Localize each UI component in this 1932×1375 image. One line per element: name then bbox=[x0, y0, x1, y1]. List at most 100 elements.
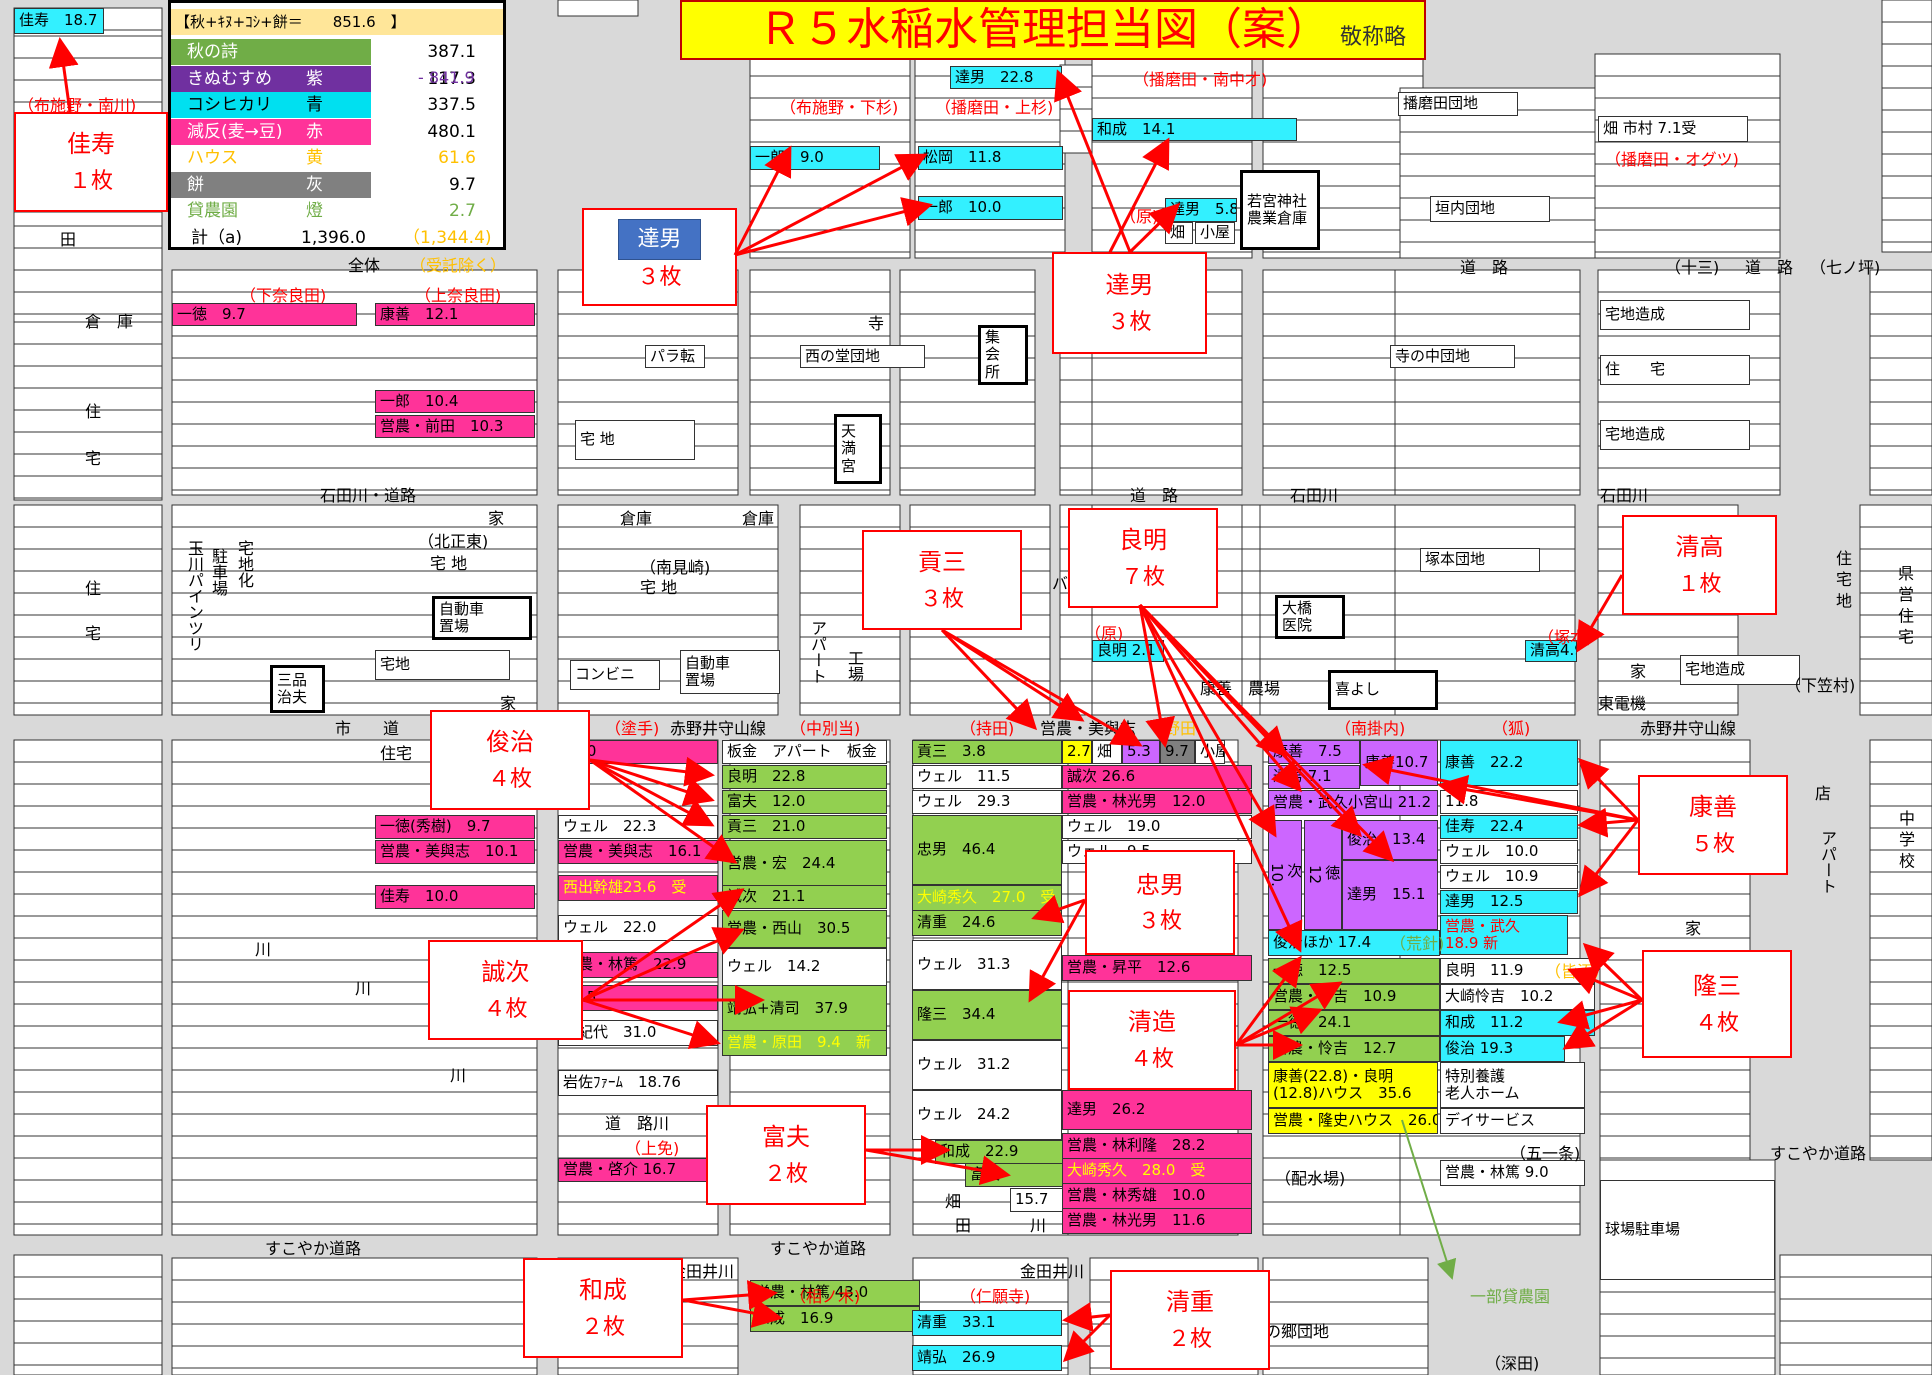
field-cell: 清重 24.6 bbox=[912, 910, 1062, 936]
map-label: 東電機 bbox=[1598, 694, 1647, 713]
field-cell: 2.7 bbox=[1062, 740, 1092, 764]
field-cell: 和成 11.2 bbox=[1440, 1010, 1595, 1036]
map-label-vertical: 工場 bbox=[845, 650, 864, 682]
callout-count: ２枚 bbox=[580, 1314, 625, 1340]
field-cell: 小屋 bbox=[1195, 222, 1235, 244]
map-label: 田 bbox=[60, 230, 77, 249]
field-cell: 俊治 19.3 bbox=[1440, 1036, 1565, 1062]
field-cell: 若宮神社 農業倉庫 bbox=[1240, 170, 1320, 250]
callout-name: 康善 bbox=[1689, 793, 1737, 822]
field-cell: 営農・昇平 12.6 bbox=[1062, 955, 1252, 981]
map-label: 石田川 bbox=[1600, 486, 1649, 505]
callout-name: 良明 bbox=[1119, 526, 1167, 555]
field-cell: 康善 12.1 bbox=[375, 303, 535, 326]
field-cell: 大橋 医院 bbox=[1275, 595, 1345, 639]
map-label: 一部貸農園 bbox=[1470, 1287, 1551, 1306]
map-label: （上免) bbox=[625, 1139, 680, 1158]
field-cell: 松岡 11.8 bbox=[918, 146, 1063, 170]
map-label: 赤野井守山線 bbox=[670, 719, 767, 738]
map-label: 住宅 bbox=[380, 744, 413, 763]
map-label: 倉 庫 bbox=[85, 312, 134, 331]
field-cell: 靖弘+清司 37.9 bbox=[722, 985, 887, 1033]
map-label: （布施野・南川) bbox=[18, 96, 137, 115]
field-cell: 塚本団地 bbox=[1420, 548, 1540, 572]
callout-count: ７枚 bbox=[1120, 564, 1165, 590]
field-cell: ウェル 19.0 bbox=[1062, 815, 1252, 839]
field-cell: 営農・美與志 10.1 bbox=[375, 840, 535, 864]
map-label: 市 道 bbox=[335, 719, 400, 738]
field-cell: 集 会 所 bbox=[978, 325, 1028, 385]
field-cell: 大崎怜吉 10.2 bbox=[1440, 984, 1595, 1010]
field-cell: ウェル 31.2 bbox=[912, 1040, 1062, 1090]
map-label: すこやか道路 bbox=[770, 1239, 867, 1258]
map-label: （五一条) bbox=[1510, 1144, 1581, 1163]
map-label: 康善 農場 bbox=[1200, 679, 1281, 698]
callout-name: 佳寿 bbox=[67, 130, 115, 159]
callout-count: ３枚 bbox=[1137, 909, 1182, 935]
callout-name: 達男 bbox=[1105, 271, 1154, 300]
field-cell: 一郎 10.0 bbox=[918, 196, 1063, 220]
map-label: （塗手) bbox=[605, 719, 660, 738]
field-cell: 宅地 bbox=[375, 650, 510, 680]
map-label: 住 bbox=[85, 579, 102, 598]
map-label: 道 路 bbox=[1745, 258, 1794, 277]
field-cell: 一徳 24.1 bbox=[1268, 1010, 1440, 1036]
map-label: すこやか道路 bbox=[1770, 1144, 1867, 1163]
map-label: 店 bbox=[1815, 784, 1832, 803]
field-cell: 5.3 bbox=[1122, 740, 1160, 764]
title-sub: 敬称略 bbox=[1340, 25, 1407, 50]
map-label: （下笠村) bbox=[1785, 676, 1856, 695]
map-label-vertical: 玉川パインツリ bbox=[185, 540, 204, 652]
map-label: 家 bbox=[488, 509, 505, 528]
map-title: Ｒ５水稲水管理担当図（案）敬称略 bbox=[680, 0, 1426, 60]
callout-count: ２枚 bbox=[1167, 1326, 1212, 1352]
legend-kinu-sum: - 841.9 bbox=[418, 68, 475, 87]
field-cell: 自動車 置場 bbox=[680, 650, 780, 694]
field-cell: ウェル 31.3 bbox=[912, 940, 1062, 990]
callout-name: 富夫 bbox=[762, 1123, 810, 1152]
field-cell: 営農・美與志 16.1 bbox=[558, 840, 718, 864]
field-cell: 誠次 21.1 bbox=[722, 885, 887, 909]
field-cell: 富夫 bbox=[965, 1163, 1063, 1187]
field-cell: 靖弘 26.9 bbox=[912, 1345, 1062, 1371]
field-cell: 隆三 34.4 bbox=[912, 990, 1062, 1040]
map-label: （深田) bbox=[1485, 1354, 1540, 1373]
field-cell: ウェル 14.2 bbox=[722, 948, 887, 986]
map-label: 倉庫 bbox=[742, 509, 775, 528]
map-label: （受託除く） bbox=[410, 256, 507, 275]
field-cell: 大崎秀久 27.0 受 bbox=[912, 885, 1062, 911]
map-label-vertical: 県 営 住 宅 bbox=[1895, 565, 1914, 645]
field-cell: 俊治 13.4 bbox=[1342, 820, 1438, 860]
field-cell: 大崎秀久 28.0 受 bbox=[1062, 1158, 1252, 1184]
map-label: （南見崎) bbox=[640, 558, 711, 577]
map-label: （布施野・下杉) bbox=[780, 98, 899, 117]
callout-count: １枚 bbox=[68, 168, 113, 194]
map-label: （北正東) bbox=[418, 532, 489, 551]
map-label-vertical: 駐車場 bbox=[209, 548, 228, 596]
map-label: （相ノ木) bbox=[790, 1287, 861, 1306]
callout-name: 隆三 bbox=[1693, 972, 1741, 1001]
field-cell: ウェル 10.9 bbox=[1440, 865, 1578, 889]
field-cell: 球場駐車場 bbox=[1600, 1180, 1775, 1280]
field-cell: ウェル 10.0 bbox=[1440, 840, 1578, 864]
field-cell: 寺の中団地 bbox=[1390, 345, 1515, 368]
map-label: 川 bbox=[1030, 1216, 1047, 1235]
field-cell: 三品 治夫 bbox=[270, 665, 325, 713]
map-label-vertical: 中 学 校 bbox=[1896, 810, 1915, 869]
field-cell: 特別養護 老人ホーム bbox=[1440, 1062, 1585, 1108]
field-cell: 営農・林光男 11.6 bbox=[1062, 1208, 1252, 1234]
map-label: 石田川 bbox=[1290, 486, 1339, 505]
callout-name: 清重 bbox=[1166, 1288, 1214, 1317]
field-cell: 一徳(秀樹) 9.7 bbox=[375, 815, 535, 839]
field-cell: デイサービス bbox=[1440, 1108, 1585, 1134]
field-cell: 9.7 bbox=[1160, 740, 1195, 764]
field-cell: 貢三 21.0 bbox=[722, 815, 887, 839]
